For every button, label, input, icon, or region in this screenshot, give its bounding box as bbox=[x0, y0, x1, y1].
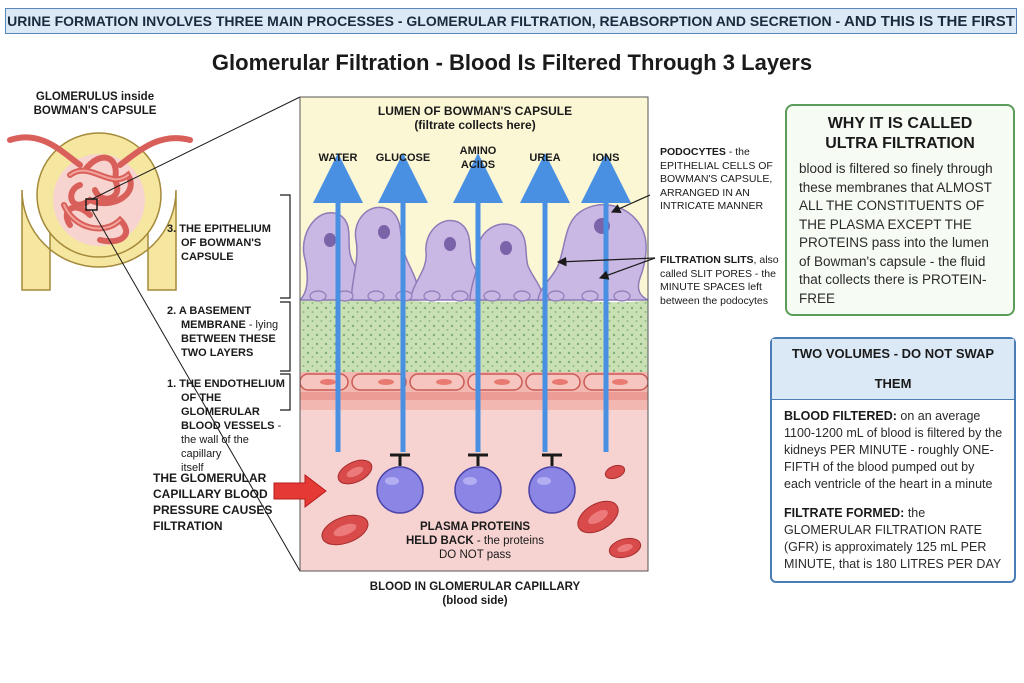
blood-side-line2: (blood side) bbox=[442, 595, 508, 607]
filtrate-arrows bbox=[313, 153, 631, 452]
blood-filtered-paragraph: BLOOD FILTERED: on an average 1100-1200 … bbox=[784, 408, 1004, 493]
lumen-label: LUMEN OF BOWMAN'S CAPSULE (filtrate coll… bbox=[330, 104, 620, 132]
substance-amino-acids: AMINO ACIDS bbox=[459, 145, 497, 171]
glomerulus-label: GLOMERULUS inside BOWMAN'S CAPSULE bbox=[10, 90, 180, 118]
substance-water: WATER bbox=[318, 152, 358, 164]
podocytes-bold: PODOCYTES bbox=[660, 146, 726, 158]
blood-side-label: BLOOD IN GLOMERULAR CAPILLARY (blood sid… bbox=[330, 580, 620, 608]
podocytes-line4: ARRANGED IN AN bbox=[660, 186, 750, 199]
glomerulus-label-line2: BOWMAN'S CAPSULE bbox=[33, 105, 157, 117]
pressure-line1: THE GLOMERULAR bbox=[153, 471, 267, 485]
top-banner: URINE FORMATION INVOLVES THREE MAIN PROC… bbox=[5, 8, 1017, 34]
substance-ions: IONS bbox=[592, 152, 620, 164]
podocytes-normal: - the bbox=[725, 146, 750, 158]
epithelium-line2: OF BOWMAN'S bbox=[181, 237, 262, 249]
volumes-heading: TWO VOLUMES - DO NOT SWAP THEM bbox=[772, 339, 1014, 400]
blood-filtered-label: BLOOD FILTERED: bbox=[784, 409, 897, 423]
pressure-line4: FILTRATION bbox=[153, 519, 223, 533]
slits-bold: FILTRATION SLITS bbox=[660, 254, 754, 266]
slits-line2: called SLIT PORES - the bbox=[660, 267, 776, 280]
pressure-arrow bbox=[273, 473, 327, 509]
blood-side-line1: BLOOD IN GLOMERULAR CAPILLARY bbox=[369, 581, 581, 593]
ultra-heading-line1: WHY IT IS CALLED bbox=[827, 115, 973, 132]
slits-normal: , also bbox=[753, 254, 779, 266]
ultra-heading: WHY IT IS CALLED ULTRA FILTRATION bbox=[787, 114, 1013, 154]
podocytes-line3: BOWMAN'S CAPSULE, bbox=[660, 173, 773, 185]
ultra-text: blood is filtered so finely through thes… bbox=[799, 161, 993, 306]
basement-line2-normal: - lying bbox=[245, 319, 279, 331]
page-title: Glomerular Filtration - Blood Is Filtere… bbox=[211, 50, 813, 75]
layer-brackets bbox=[280, 194, 291, 411]
slits-line4: between the podocytes bbox=[660, 294, 768, 307]
filtrate-formed-label: FILTRATE FORMED: bbox=[784, 506, 905, 520]
basement-line4: TWO LAYERS bbox=[181, 347, 254, 359]
endothelium-line2: OF THE GLOMERULAR bbox=[181, 392, 260, 418]
ultra-heading-line2: ULTRA FILTRATION bbox=[825, 135, 975, 152]
glomerulus-label-line1: GLOMERULUS inside bbox=[35, 91, 155, 103]
endothelium-line5: itself bbox=[181, 462, 204, 474]
podocytes-label: PODOCYTES - the EPITHELIAL CELLS OF BOWM… bbox=[660, 146, 785, 214]
basement-line2-bold: MEMBRANE bbox=[181, 319, 246, 331]
podocytes-line5: INTRICATE MANNER bbox=[660, 200, 764, 212]
epithelium-label: 3. THE EPITHELIUM OF BOWMAN'S CAPSULE bbox=[167, 222, 277, 264]
slits-line3: MINUTE SPACES left bbox=[660, 281, 762, 293]
basement-line3: BETWEEN THESE bbox=[181, 333, 276, 345]
epithelium-line1: 3. THE EPITHELIUM bbox=[167, 223, 271, 235]
banner-text: URINE FORMATION INVOLVES THREE MAIN PROC… bbox=[7, 13, 841, 29]
endothelium-line4: the wall of the capillary bbox=[181, 434, 249, 460]
lumen-label-line1: LUMEN OF BOWMAN'S CAPSULE bbox=[377, 104, 573, 118]
glomerulus-illustration bbox=[7, 96, 301, 572]
endothelium-line3-normal: - bbox=[274, 420, 282, 432]
proteins-line2-bold: HELD BACK bbox=[405, 535, 474, 547]
filtration-panel bbox=[300, 97, 648, 571]
blood-filtered-text: on an average 1100-1200 mL of blood is f… bbox=[784, 409, 1003, 491]
banner-emphasis: AND THIS IS THE FIRST bbox=[844, 13, 1015, 30]
proteins-line2-normal: - the proteins bbox=[473, 535, 545, 547]
slits-label: FILTRATION SLITS, also called SLIT PORES… bbox=[660, 254, 785, 308]
basement-label: 2. A BASEMENT MEMBRANE - lying BETWEEN T… bbox=[167, 304, 282, 360]
filtrate-formed-text: the GLOMERULAR FILTRATION RATE (GFR) is … bbox=[784, 506, 1002, 571]
podocytes-line2: EPITHELIAL CELLS OF bbox=[660, 159, 773, 172]
endothelium-label: 1. THE ENDOTHELIUM OF THE GLOMERULAR BLO… bbox=[167, 377, 292, 475]
lumen-label-line2: (filtrate collects here) bbox=[414, 118, 536, 132]
plasma-protein-group bbox=[376, 453, 576, 514]
proteins-line3: DO NOT pass bbox=[439, 549, 511, 561]
basement-line1: 2. A BASEMENT bbox=[167, 305, 252, 317]
filtrate-formed-paragraph: FILTRATE FORMED: the GLOMERULAR FILTRATI… bbox=[784, 505, 1004, 573]
proteins-line1: PLASMA PROTEINS bbox=[419, 521, 531, 533]
endothelium-line3-bold: BLOOD VESSELS bbox=[181, 420, 275, 432]
proteins-label: PLASMA PROTEINS HELD BACK - the proteins… bbox=[380, 520, 570, 562]
epithelium-line3: CAPSULE bbox=[181, 251, 234, 263]
pressure-line2: CAPILLARY BLOOD bbox=[153, 487, 268, 501]
two-volumes-box: TWO VOLUMES - DO NOT SWAP THEM BLOOD FIL… bbox=[770, 337, 1016, 583]
pressure-label: THE GLOMERULAR CAPILLARY BLOOD PRESSURE … bbox=[153, 470, 278, 534]
ultra-filtration-box: WHY IT IS CALLED ULTRA FILTRATION blood … bbox=[785, 104, 1015, 316]
endothelium-line1: 1. THE ENDOTHELIUM bbox=[167, 378, 285, 390]
substance-urea: UREA bbox=[529, 152, 561, 164]
substance-glucose: GLUCOSE bbox=[375, 152, 431, 164]
pressure-line3: PRESSURE CAUSES bbox=[153, 503, 273, 517]
